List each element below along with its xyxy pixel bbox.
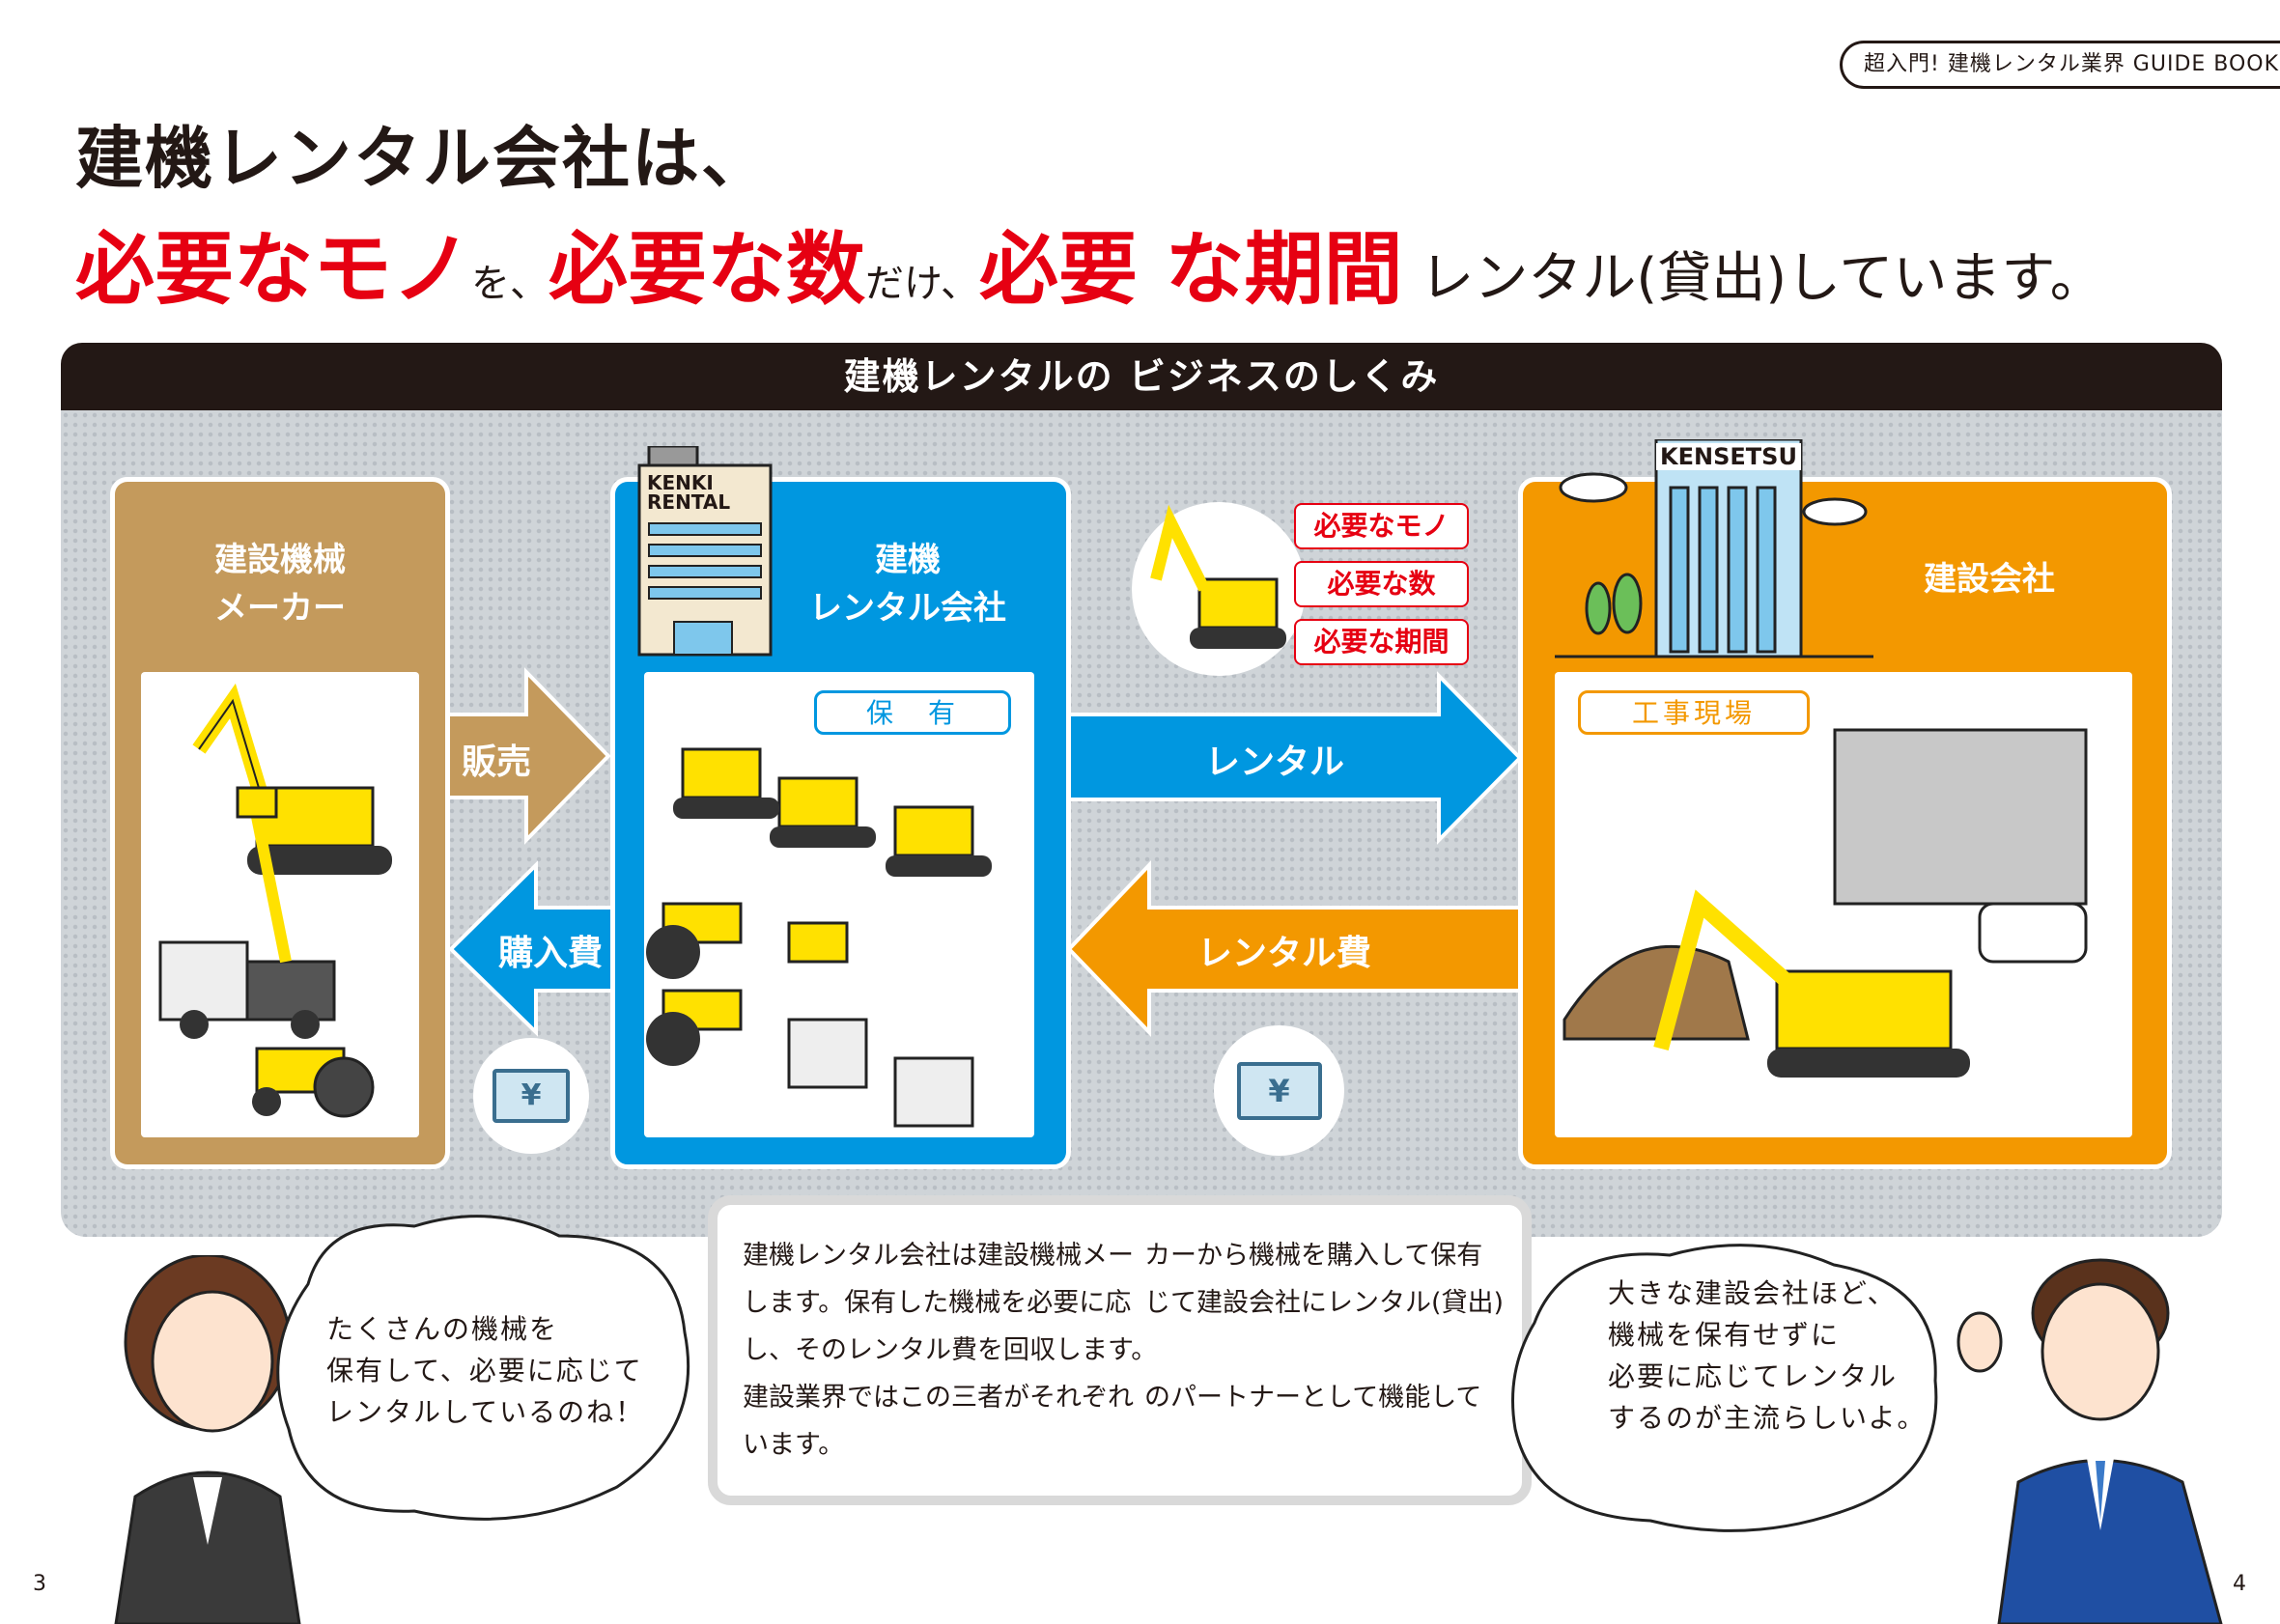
excavator-circle-icon bbox=[1132, 502, 1306, 676]
speech-line: たくさんの機械を bbox=[326, 1313, 559, 1345]
sale-arrow bbox=[446, 667, 611, 845]
speech-line: 機械を保有せずに bbox=[1608, 1319, 1841, 1351]
construction-site-illustration bbox=[1555, 672, 2132, 1137]
description-line: じて建設会社にレンタル(貸出) bbox=[1144, 1288, 1505, 1318]
construction-company-label: 建設会社 bbox=[1924, 560, 2055, 599]
woman-speech-bubble bbox=[276, 1215, 690, 1521]
yen-symbol: ¥ bbox=[493, 1069, 570, 1123]
speech-line: 保有して、必要に応じて bbox=[326, 1355, 643, 1386]
maker-machines-illustration bbox=[141, 672, 419, 1137]
headline-emph: 必要な数 bbox=[549, 224, 866, 316]
speech-line: レンタルしているのね！ bbox=[326, 1396, 645, 1428]
headline-line2: 必要なモノを、必要な数だけ、必要 な期間 レンタル(貸出)しています。 bbox=[75, 205, 2104, 320]
need-tag-period: 必要な期間 bbox=[1294, 619, 1469, 665]
rental-building-sign: KENKI RENTAL bbox=[647, 471, 731, 514]
sale-label: 販売 bbox=[461, 742, 531, 782]
excavator-icon bbox=[192, 683, 392, 875]
headline-emph: 必要なモノ bbox=[75, 224, 472, 316]
man-speech-bubble bbox=[1511, 1244, 1938, 1532]
purchase-fee-label: 購入費 bbox=[497, 934, 603, 973]
money-icon: ¥ bbox=[473, 1038, 589, 1154]
man-speech-text: 大きな建設会社ほど、 機械を保有せずに 必要に応じてレンタル するのが主流らしい… bbox=[1608, 1273, 1926, 1439]
description-box: 建機レンタル会社は建設機械メー します。保有した機械を必要に応 し、そのレンタル… bbox=[708, 1195, 1532, 1505]
money-icon: ¥ bbox=[1214, 1025, 1344, 1156]
headline-emph: 必要 な期間 bbox=[979, 224, 1403, 316]
rental-fee-label: レンタル費 bbox=[1196, 934, 1371, 973]
rental-building-icon: KENKI RENTAL bbox=[635, 444, 776, 657]
description-line: います。 bbox=[743, 1430, 845, 1460]
page-number-left: 3 bbox=[33, 1572, 46, 1596]
rental-label: レンタル bbox=[1204, 742, 1344, 782]
purchase-fee-arrow bbox=[448, 860, 615, 1037]
description-line: 建機レンタル会社は建設機械メー bbox=[743, 1241, 1134, 1271]
page-number-right: 4 bbox=[2233, 1572, 2246, 1596]
description-line: カーから機械を購入して保有 bbox=[1144, 1241, 1483, 1271]
headline-line1: 建機レンタル会社は、 bbox=[75, 119, 771, 198]
diagram-heading: 建機レンタルの ビジネスのしくみ bbox=[61, 343, 2222, 410]
description-line: 建設業界ではこの三者がそれぞれ bbox=[743, 1383, 1134, 1413]
need-tag-item: 必要なモノ bbox=[1294, 503, 1469, 549]
rental-company-label: 建機 レンタル会社 bbox=[809, 541, 1006, 628]
maker-label: 建設機械 メーカー bbox=[214, 541, 346, 628]
worksite-pill: 工事現場 bbox=[1578, 690, 1810, 735]
businessman-illustration bbox=[1956, 1258, 2223, 1624]
businesswoman-illustration bbox=[114, 1255, 301, 1624]
construction-building-sign: KENSETSU bbox=[1656, 443, 1801, 470]
description-line: し、そのレンタル費を回収します。 bbox=[743, 1335, 1158, 1365]
yen-symbol: ¥ bbox=[1236, 1062, 1322, 1120]
need-tag-quantity: 必要な数 bbox=[1294, 561, 1469, 607]
construction-building-icon: KENSETSU bbox=[1555, 437, 1873, 661]
headline-text: だけ、 bbox=[865, 262, 980, 306]
headline-text: レンタル(貸出)しています。 bbox=[1402, 247, 2104, 310]
speech-line: 必要に応じてレンタル bbox=[1608, 1360, 1899, 1392]
speech-line: 大きな建設会社ほど、 bbox=[1608, 1277, 1897, 1309]
rental-fleet-illustration bbox=[644, 672, 1034, 1137]
woman-speech-text: たくさんの機械を 保有して、必要に応じて レンタルしているのね！ bbox=[326, 1308, 644, 1433]
guidebook-badge: 超入門! 建機レンタル業界 GUIDE BOOK bbox=[1840, 41, 2280, 89]
owned-pill: 保 有 bbox=[814, 690, 1011, 735]
road-roller-icon bbox=[252, 1047, 375, 1118]
speech-line: するのが主流らしいよ。 bbox=[1608, 1402, 1927, 1434]
description-left-column: 建機レンタル会社は建設機械メー します。保有した機械を必要に応 し、そのレンタル… bbox=[743, 1232, 1157, 1469]
description-line: のパートナーとして機能して bbox=[1144, 1383, 1482, 1413]
description-line: します。保有した機械を必要に応 bbox=[743, 1288, 1132, 1318]
truck-icon bbox=[158, 786, 336, 1039]
rental-fee-arrow bbox=[1066, 860, 1522, 1037]
description-right-column: カーから機械を購入して保有 じて建設会社にレンタル(貸出) のパートナーとして機… bbox=[1144, 1232, 1504, 1421]
rental-arrow bbox=[1067, 671, 1523, 845]
headline-text: を、 bbox=[471, 262, 549, 306]
